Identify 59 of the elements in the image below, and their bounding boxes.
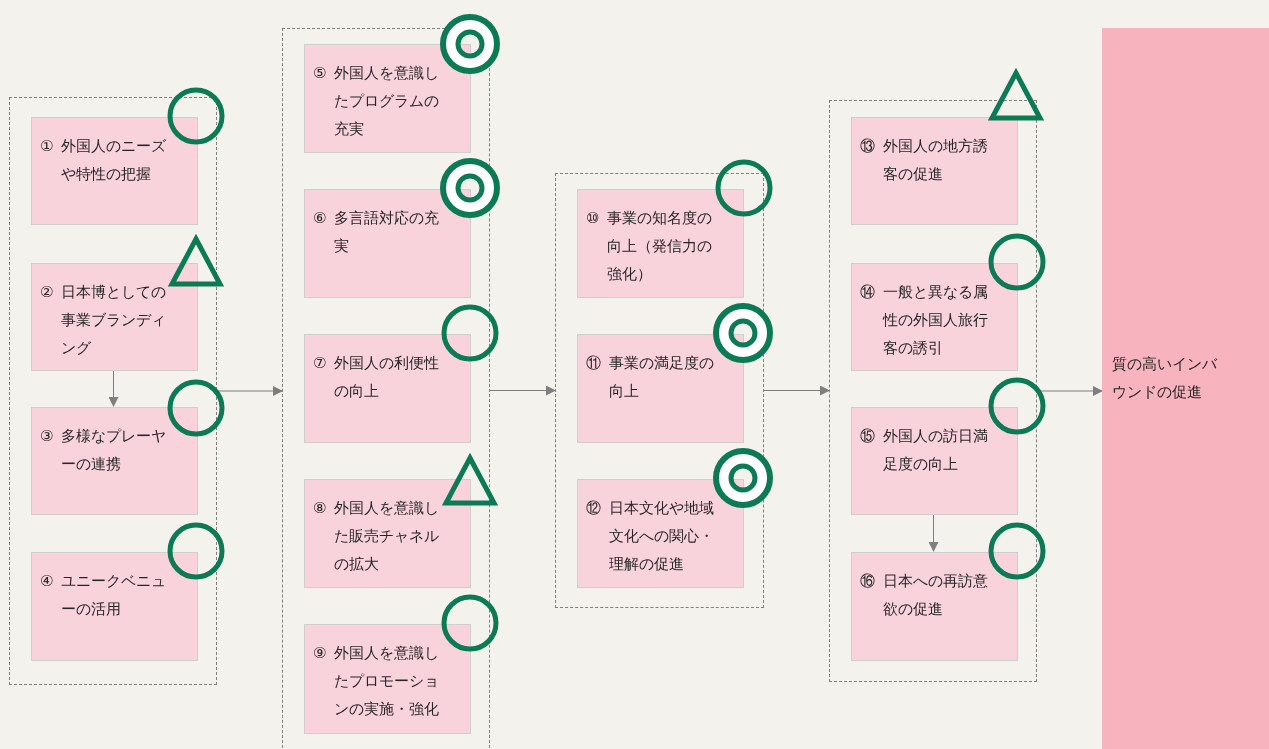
item-number: ⑭ xyxy=(860,282,875,303)
item-number: ⑥ xyxy=(313,208,327,229)
item-number: ⑤ xyxy=(313,63,327,84)
process-box xyxy=(577,189,744,298)
process-box xyxy=(31,263,198,371)
item-text: 日本博としての事業ブランディング xyxy=(61,282,168,359)
item-number: ⑬ xyxy=(860,136,875,157)
process-box xyxy=(577,334,744,443)
item-number: ⑦ xyxy=(313,353,327,374)
item-text: 外国人の利便性の向上 xyxy=(334,353,441,402)
item-number: ① xyxy=(40,136,54,157)
item-text: 多様なプレーヤーの連携 xyxy=(61,426,168,475)
arrow xyxy=(489,385,556,396)
process-box xyxy=(304,479,471,588)
item-text: 多言語対応の充実 xyxy=(334,208,441,257)
process-box xyxy=(851,407,1018,515)
arrow xyxy=(928,513,939,552)
goal-text: 質の高いインバウンドの促進 xyxy=(1112,354,1219,403)
process-box xyxy=(304,334,471,443)
item-text: 外国人の訪日満足度の向上 xyxy=(883,426,989,475)
item-text: 外国人の地方誘客の促進 xyxy=(883,136,989,185)
process-box xyxy=(851,552,1018,661)
item-text: 一般と異なる属性の外国人旅行客の誘引 xyxy=(883,282,989,359)
item-number: ⑨ xyxy=(313,643,327,664)
item-number: ⑪ xyxy=(586,353,601,374)
process-box xyxy=(31,552,198,661)
item-text: ユニークベニューの活用 xyxy=(61,571,168,620)
dashed-group-frame xyxy=(829,100,1037,682)
process-box xyxy=(31,407,198,515)
item-text: 日本への再訪意欲の促進 xyxy=(883,571,989,620)
process-box xyxy=(31,117,198,225)
process-box xyxy=(304,624,471,734)
arrow xyxy=(763,385,830,396)
item-text: 外国人を意識した販売チャネルの拡大 xyxy=(334,498,441,575)
item-text: 外国人を意識したプロモーションの実施・強化 xyxy=(334,643,441,720)
item-number: ⑧ xyxy=(313,498,327,519)
item-text: 外国人を意識したプログラムの充実 xyxy=(334,63,441,140)
item-number: ④ xyxy=(40,571,54,592)
dashed-group-frame xyxy=(282,28,490,749)
item-number: ⑩ xyxy=(586,208,600,229)
goal-panel xyxy=(1102,28,1269,749)
process-box xyxy=(577,479,744,588)
item-text: 日本文化や地域文化への関心・理解の促進 xyxy=(609,498,715,575)
item-number: ③ xyxy=(40,426,54,447)
item-number: ⑮ xyxy=(860,426,875,447)
process-box xyxy=(304,189,471,298)
arrow xyxy=(108,369,119,407)
item-number: ⑫ xyxy=(586,498,601,519)
process-box xyxy=(851,117,1018,225)
process-box xyxy=(851,263,1018,371)
item-text: 外国人のニーズや特性の把握 xyxy=(61,136,168,185)
item-text: 事業の知名度の向上（発信力の強化） xyxy=(607,208,714,285)
dashed-group-frame xyxy=(9,97,217,685)
item-text: 事業の満足度の向上 xyxy=(609,353,715,402)
dashed-group-frame xyxy=(555,173,764,608)
arrow xyxy=(216,386,283,396)
item-number: ⑯ xyxy=(860,571,875,592)
item-number: ② xyxy=(40,282,54,303)
process-box xyxy=(304,44,471,153)
